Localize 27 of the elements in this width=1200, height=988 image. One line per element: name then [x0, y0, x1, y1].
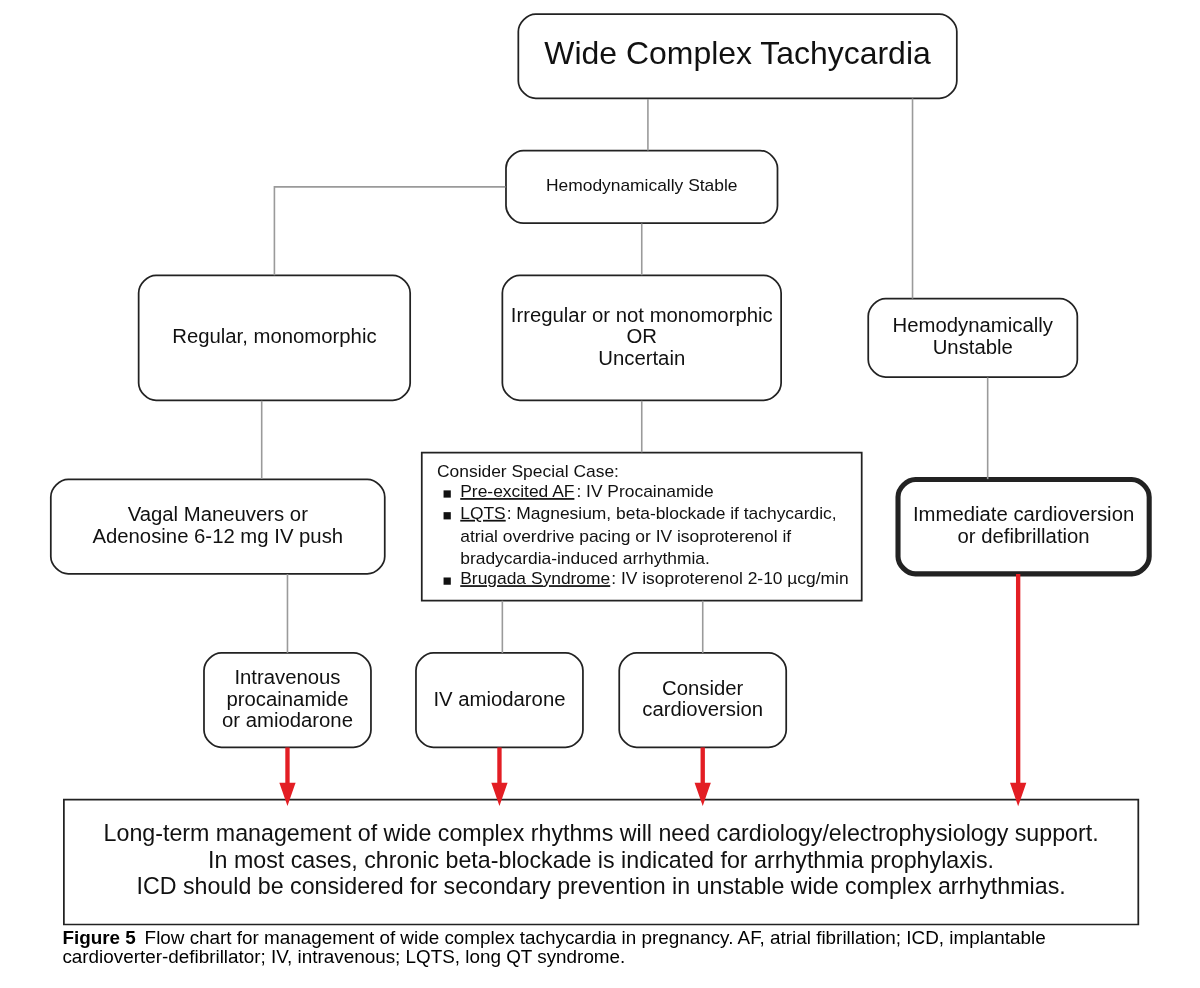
node-box: Hemodynamically Unstable: [867, 297, 1079, 378]
node-box: Consider Special Case: Pre-excited AF: IV Procainamide LQTS: Magnesium, beta-blockade if tachycardic, atrial overdrive pacing or IV isoproterenol if bradycardia-induced arrhythmia. Brugada Syndrome: IV isoproterenol 2-10 µcg/min: [420, 451, 863, 602]
connector: [647, 98, 649, 152]
node-box: Hemodynamically Stable: [505, 149, 779, 225]
arrow: [491, 747, 508, 806]
connector: [286, 573, 289, 654]
connector: [640, 222, 643, 276]
connector: [701, 599, 704, 654]
node-box: Immediate cardioversion or defibrillation: [895, 476, 1152, 577]
node-box: Intravenous procainamide or amiodarone: [203, 652, 372, 749]
node-box: Vagal Maneuvers or Adenosine 6-12 mg IV push: [49, 478, 386, 575]
node-box: Irregular or not monomorphic OR Uncertain: [501, 274, 782, 402]
node-box: IV amiodarone: [415, 652, 584, 749]
connector: [911, 97, 914, 300]
node-box: Regular, monomorphic: [137, 274, 412, 402]
node-box: Wide Complex Tachycardia: [517, 13, 958, 100]
connector: [260, 399, 263, 480]
arrow: [1010, 574, 1027, 807]
connector: [273, 186, 507, 276]
connector: [501, 599, 504, 654]
node-box: Long-term management of wide complex rhythms will need cardiology/electrophysiology support. In most cases, chronic beta-blockade is indicated for arrhythmia prophylaxis. ICD should be considered for secondary prevention in unstable wide complex arrhythmias.: [63, 798, 1140, 926]
caption: Figure 5 Flow chart for management of wide complex tachycardia in pregnancy. AF, atrial fibrillation; ICD, implantable cardioverter-defibrillator; IV, intravenous; LQTS, long QT syndrome.: [62, 926, 1046, 967]
node-box: Consider cardioversion: [618, 652, 788, 749]
connector: [986, 376, 989, 480]
arrow: [694, 747, 711, 806]
arrow: [279, 747, 296, 806]
connector: [640, 399, 643, 454]
